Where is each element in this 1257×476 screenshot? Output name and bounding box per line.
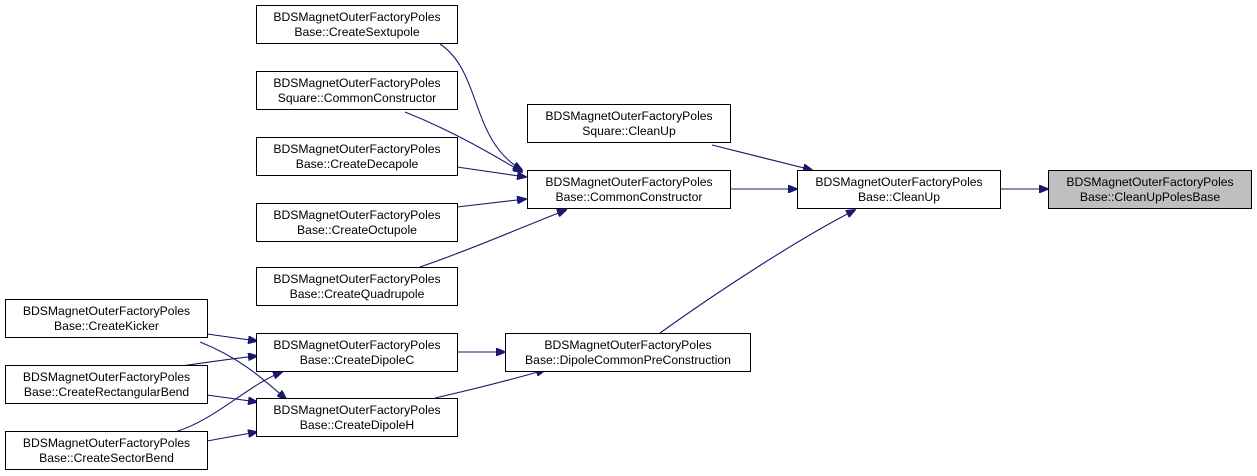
node-create-decapole-line1: BDSMagnetOuterFactoryPoles xyxy=(273,142,441,156)
node-dipole-common-pre-construction-line1: BDSMagnetOuterFactoryPoles xyxy=(544,338,712,352)
node-dipole-common-pre-construction[interactable]: BDSMagnetOuterFactoryPoles Base::DipoleC… xyxy=(505,333,751,372)
node-cleanuppolesbase-line1: BDSMagnetOuterFactoryPoles xyxy=(1066,175,1234,189)
node-create-rectangular-bend[interactable]: BDSMagnetOuterFactoryPoles Base::CreateR… xyxy=(5,365,208,404)
node-dipole-common-pre-construction-line2: Base::DipoleCommonPreConstruction xyxy=(525,353,731,367)
edge-sector-bend-to-dipole-c xyxy=(174,372,282,433)
node-create-rectangular-bend-line2: Base::CreateRectangularBend xyxy=(23,385,190,399)
edge-sector-bend-to-dipole-h xyxy=(206,432,257,442)
node-base-cleanup-line2: Base::CleanUp xyxy=(858,190,940,204)
node-create-kicker[interactable]: BDSMagnetOuterFactoryPoles Base::CreateK… xyxy=(5,299,208,338)
node-square-cleanup-line1: BDSMagnetOuterFactoryPoles xyxy=(545,109,713,123)
edge-kicker-to-dipole-c xyxy=(206,333,257,341)
node-square-common-constructor[interactable]: BDSMagnetOuterFactoryPoles Square::Commo… xyxy=(256,71,458,110)
node-create-dipole-c-line2: Base::CreateDipoleC xyxy=(299,353,415,367)
edge-dipole-precons-to-cleanup xyxy=(659,210,855,334)
node-create-sextupole[interactable]: BDSMagnetOuterFactoryPoles Base::CreateS… xyxy=(256,5,458,44)
edge-dipole-h-to-precons xyxy=(434,370,545,399)
node-create-dipole-h-line1: BDSMagnetOuterFactoryPoles xyxy=(273,403,441,417)
node-square-cleanup[interactable]: BDSMagnetOuterFactoryPoles Square::Clean… xyxy=(527,104,731,143)
node-create-sextupole-line1: BDSMagnetOuterFactoryPoles xyxy=(273,10,441,24)
node-create-sector-bend[interactable]: BDSMagnetOuterFactoryPoles Base::CreateS… xyxy=(5,431,208,470)
edge-square-cleanup-to-base-cleanup xyxy=(711,144,812,170)
node-square-common-constructor-line2: Square::CommonConstructor xyxy=(277,91,437,105)
edge-kicker-to-dipole-h xyxy=(199,341,286,399)
edge-decapole-to-common-constructor xyxy=(456,166,526,177)
node-create-decapole-line2: Base::CreateDecapole xyxy=(295,157,419,171)
node-base-common-constructor-line1: BDSMagnetOuterFactoryPoles xyxy=(545,175,713,189)
node-cleanuppolesbase: BDSMagnetOuterFactoryPoles Base::CleanUp… xyxy=(1048,170,1252,209)
edge-rectangular-bend-to-dipole-h xyxy=(206,394,257,402)
edge-sextupole-to-common-constructor xyxy=(439,43,522,170)
node-base-cleanup-line1: BDSMagnetOuterFactoryPoles xyxy=(815,175,983,189)
node-base-cleanup[interactable]: BDSMagnetOuterFactoryPoles Base::CleanUp xyxy=(797,170,1001,209)
node-create-dipole-h-line2: Base::CreateDipoleH xyxy=(299,418,415,432)
node-cleanuppolesbase-line2: Base::CleanUpPolesBase xyxy=(1079,190,1221,204)
edge-square-common-constructor-to-common-constructor xyxy=(404,111,522,172)
node-create-dipole-c[interactable]: BDSMagnetOuterFactoryPoles Base::CreateD… xyxy=(256,333,458,372)
edge-quadrupole-to-common-constructor xyxy=(419,210,566,268)
node-create-rectangular-bend-line1: BDSMagnetOuterFactoryPoles xyxy=(22,370,191,384)
node-create-quadrupole-line1: BDSMagnetOuterFactoryPoles xyxy=(273,272,441,286)
node-create-sector-bend-line2: Base::CreateSectorBend xyxy=(39,451,174,465)
node-create-decapole[interactable]: BDSMagnetOuterFactoryPoles Base::CreateD… xyxy=(256,137,458,176)
node-create-octupole-line2: Base::CreateOctupole xyxy=(297,223,417,237)
node-create-sector-bend-line1: BDSMagnetOuterFactoryPoles xyxy=(22,436,191,450)
node-create-quadrupole[interactable]: BDSMagnetOuterFactoryPoles Base::CreateQ… xyxy=(256,267,458,306)
node-create-kicker-line1: BDSMagnetOuterFactoryPoles xyxy=(22,304,191,318)
node-base-common-constructor[interactable]: BDSMagnetOuterFactoryPoles Base::CommonC… xyxy=(527,170,731,209)
node-create-kicker-line2: Base::CreateKicker xyxy=(54,319,159,333)
node-create-octupole[interactable]: BDSMagnetOuterFactoryPoles Base::CreateO… xyxy=(256,203,458,242)
node-create-sextupole-line2: Base::CreateSextupole xyxy=(294,25,420,39)
node-square-cleanup-line2: Square::CleanUp xyxy=(582,124,676,138)
edge-octupole-to-common-constructor xyxy=(456,199,526,208)
node-create-octupole-line1: BDSMagnetOuterFactoryPoles xyxy=(273,208,441,222)
node-square-common-constructor-line1: BDSMagnetOuterFactoryPoles xyxy=(273,76,441,90)
node-create-dipole-c-line1: BDSMagnetOuterFactoryPoles xyxy=(273,338,441,352)
node-create-dipole-h[interactable]: BDSMagnetOuterFactoryPoles Base::CreateD… xyxy=(256,398,458,437)
node-base-common-constructor-line2: Base::CommonConstructor xyxy=(555,190,703,204)
node-create-quadrupole-line2: Base::CreateQuadrupole xyxy=(289,287,425,301)
